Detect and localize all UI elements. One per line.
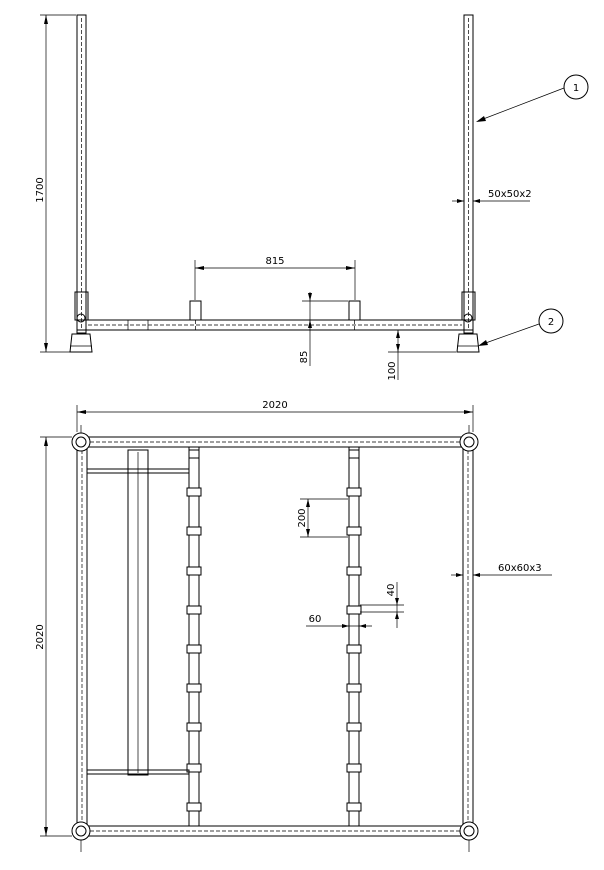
peg [186,644,202,654]
dim-depth-2020: 2020 [35,624,46,649]
elevation-view: 1700 815 85 100 50x50x2 1 [35,14,589,381]
peg [186,763,202,773]
peg [186,722,202,732]
inner-beam-right [348,446,360,827]
left-foot [69,333,93,353]
peg [186,605,202,615]
peg [346,644,362,654]
peg [186,487,202,497]
balloon-2 [538,308,564,334]
stub-post-left [189,300,202,321]
peg [186,802,202,812]
peg [346,763,362,773]
label-tube-profile: 50x50x2 [488,189,532,200]
label-frame-profile: 60x60x3 [498,563,542,574]
left-foot-socket [74,291,89,321]
right-post [463,14,474,334]
left-post [76,14,87,334]
peg [346,487,362,497]
dim-post-height-85: 85 [299,351,310,364]
stub-post-right [348,300,361,321]
dim-width-2020: 2020 [262,400,287,411]
corner-fittings [71,425,479,852]
dim-foot-height-100: 100 [387,361,398,380]
peg [346,566,362,576]
plan-view: 2020 2020 200 40 60 60x60x3 [35,400,552,852]
right-foot-socket [461,291,476,321]
dim-pitch-200: 200 [297,508,308,527]
peg [346,605,362,615]
peg [346,526,362,536]
dim-peg-60: 60 [309,614,322,625]
right-foot [456,333,480,353]
side-bracket [127,449,149,776]
beam-pegs [186,487,362,812]
peg [186,566,202,576]
inner-beam-left [188,446,200,827]
peg [186,526,202,536]
balloon-1 [563,74,589,100]
dim-height-1700: 1700 [35,177,46,202]
peg [346,722,362,732]
cross-strap-top [86,468,190,474]
frame-bottom-rail [76,825,474,837]
frame-top-rail [76,436,474,448]
balloon-2-label: 2 [548,317,554,328]
peg [186,683,202,693]
dim-peg-40: 40 [386,584,397,597]
balloon-1-label: 1 [573,83,579,94]
dim-spacing-815: 815 [265,256,284,267]
cross-strap-bottom [86,769,190,775]
base-beam [76,319,474,331]
peg [346,802,362,812]
peg [346,683,362,693]
